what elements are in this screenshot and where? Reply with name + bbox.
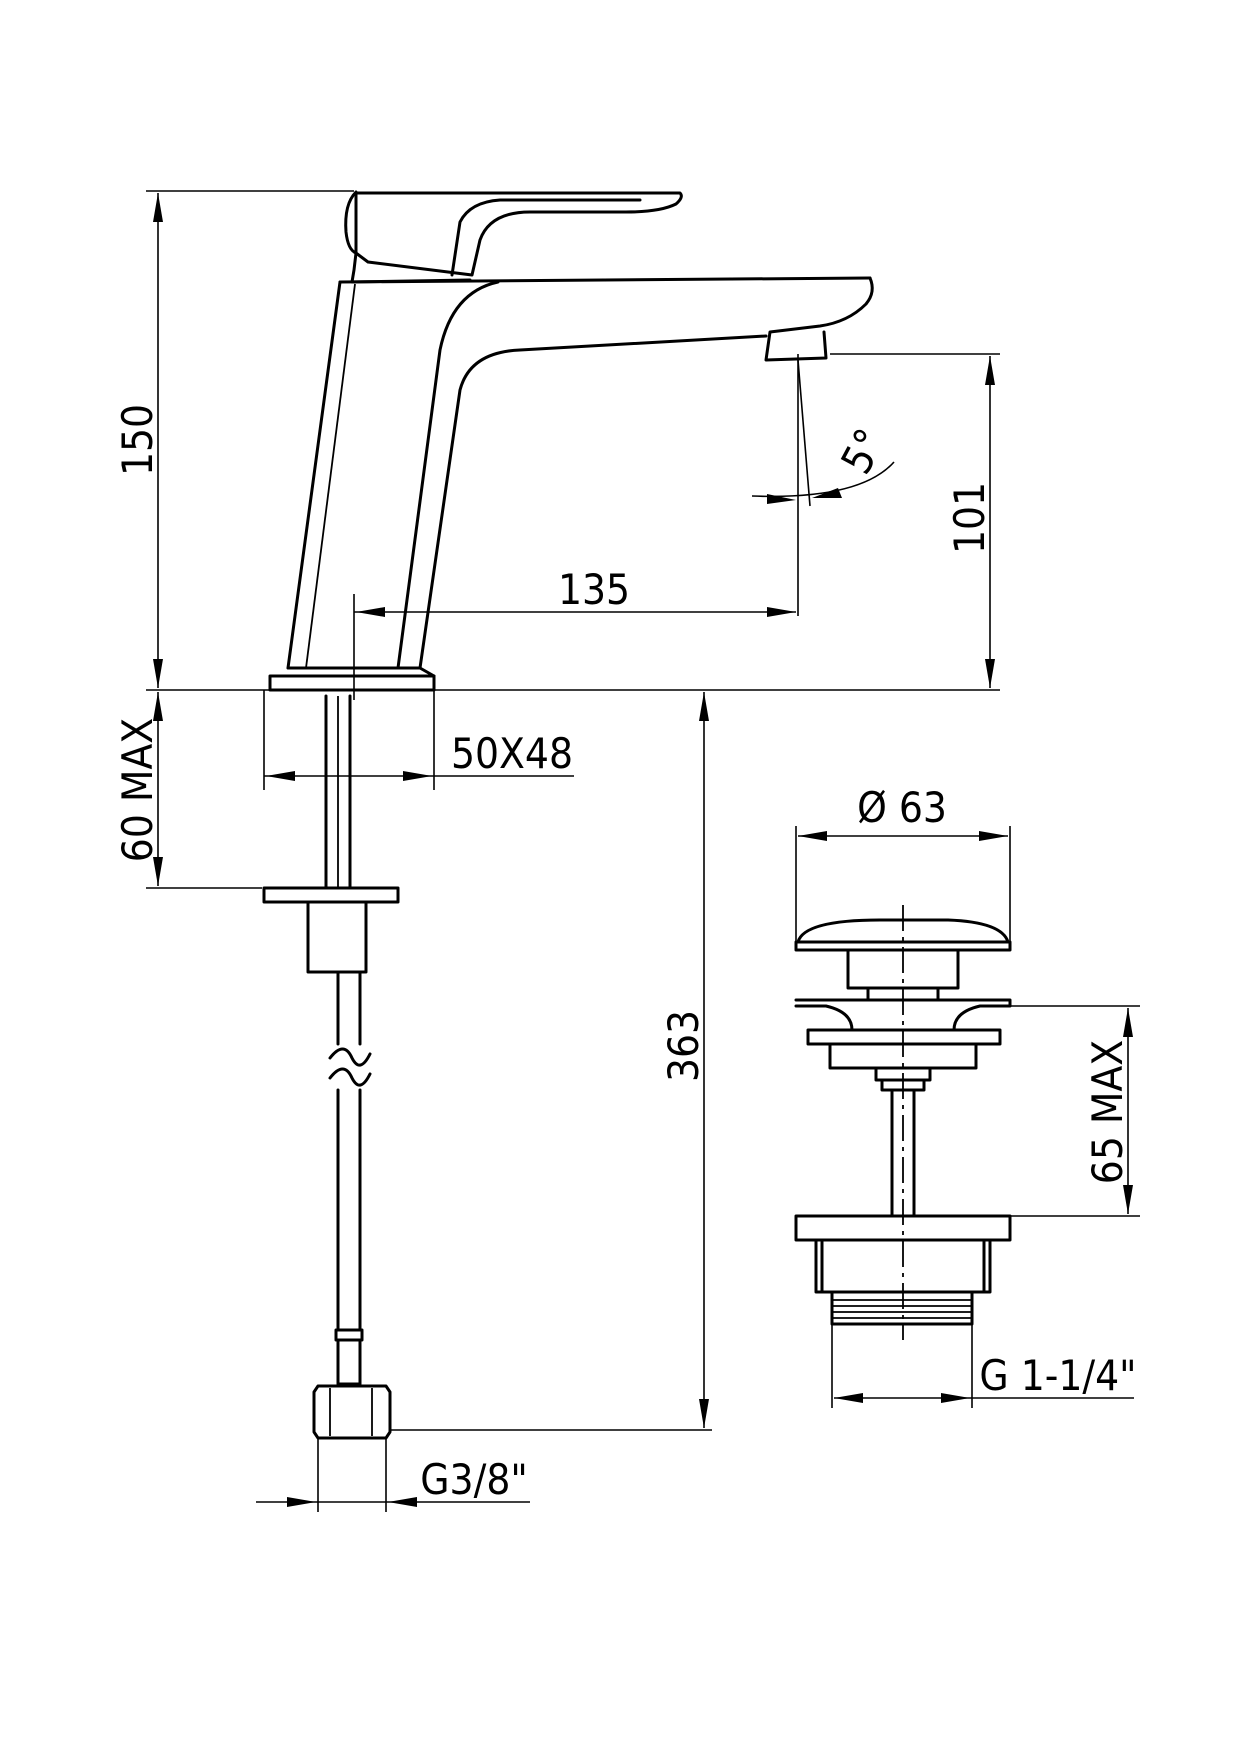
- dim-g-1-1-4: G 1-1/4": [979, 1351, 1136, 1400]
- dim-g3-8: G3/8": [420, 1455, 527, 1504]
- dim-363: 363: [659, 1010, 708, 1082]
- dim-135: 135: [558, 565, 630, 614]
- flexible-hose: [312, 970, 392, 1440]
- faucet-outline: [286, 190, 874, 670]
- fixing-rod: [262, 694, 400, 974]
- dimension-lines: [146, 190, 1140, 1512]
- dim-diameter-63: Ø 63: [857, 783, 947, 832]
- dim-65-max: 65 MAX: [1083, 1040, 1132, 1184]
- dim-50x48: 50X48: [451, 729, 573, 778]
- base-plate: [268, 666, 436, 692]
- popup-waste: [794, 905, 1012, 1340]
- dim-150: 150: [113, 404, 162, 476]
- dim-101: 101: [945, 482, 994, 554]
- dim-60-max: 60 MAX: [113, 718, 162, 862]
- dim-angle-5: 5°: [831, 421, 894, 482]
